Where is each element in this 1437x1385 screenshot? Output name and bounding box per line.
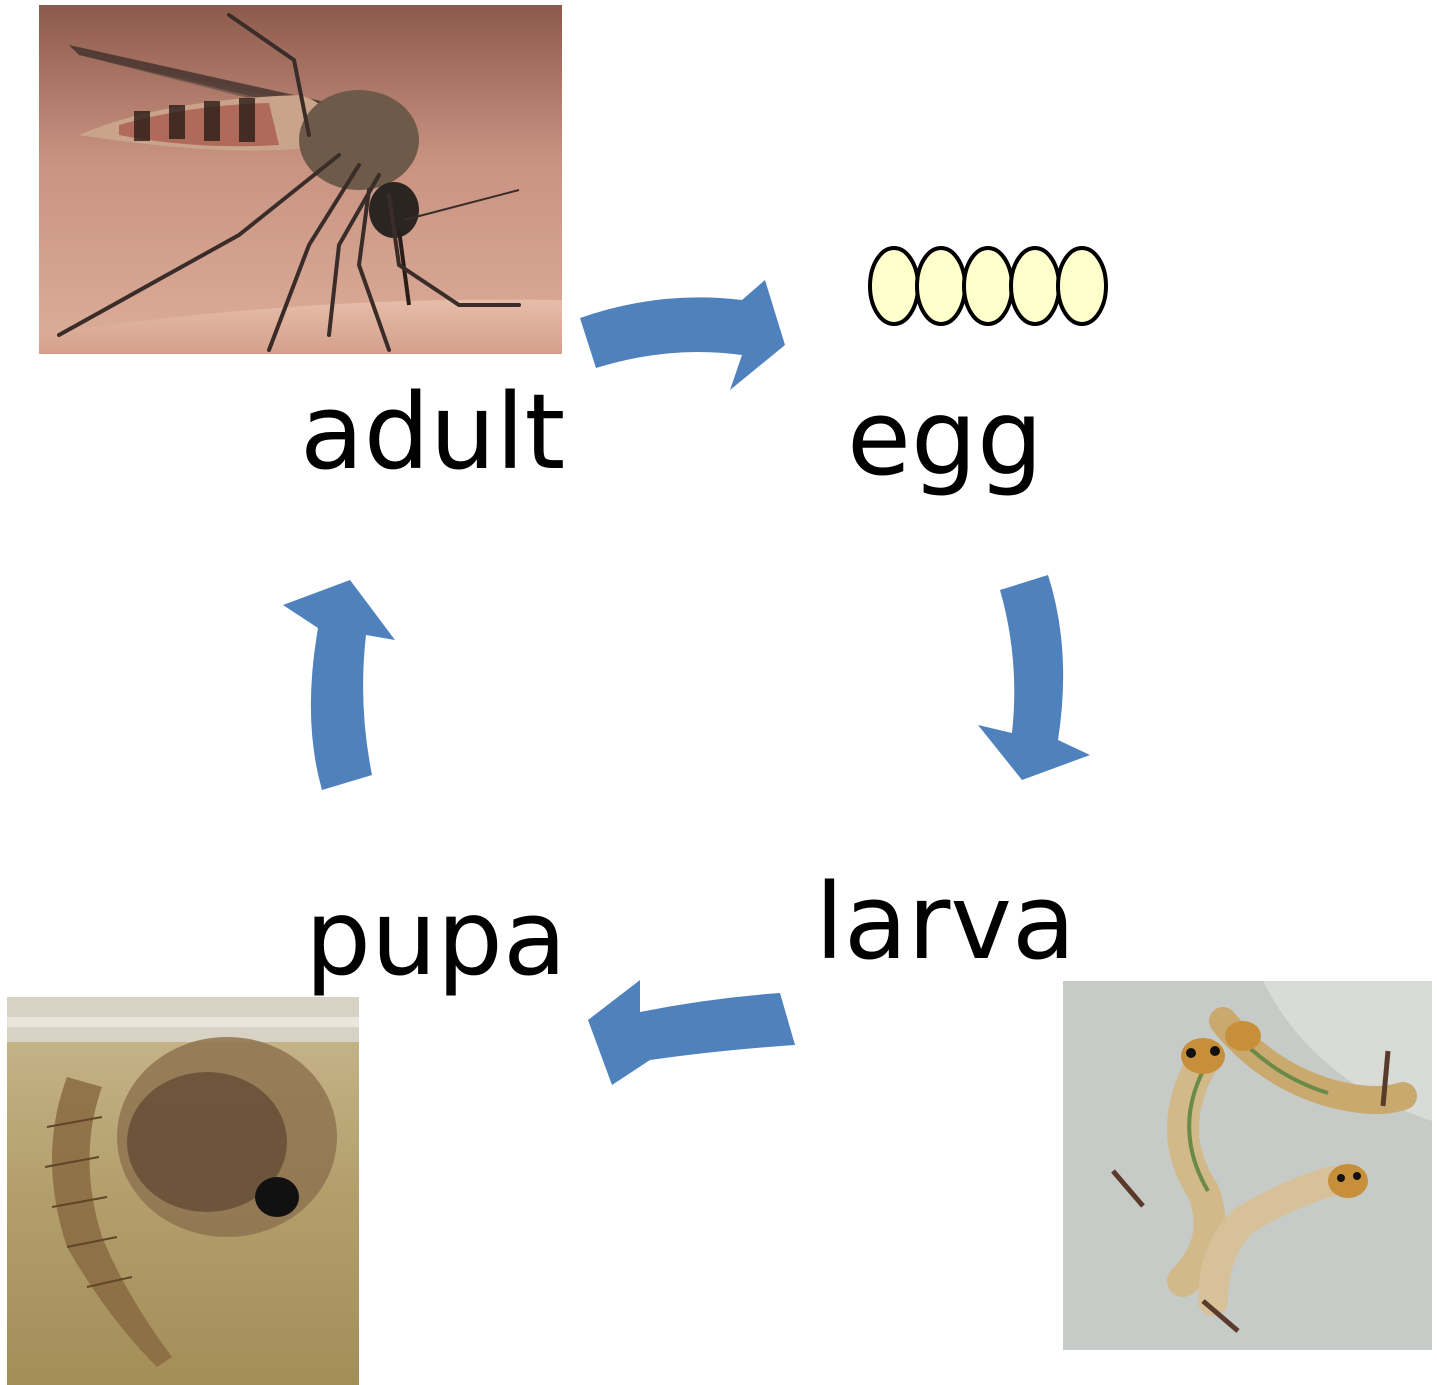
- arrow-adult-to-egg: [580, 280, 785, 390]
- arrow-larva-to-pupa: [588, 980, 795, 1085]
- stage-label-larva: larva: [815, 870, 1076, 974]
- stage-label-egg: egg: [847, 386, 1043, 490]
- stage-label-pupa: pupa: [305, 886, 567, 990]
- mosquito-pupa-photo: [7, 997, 359, 1385]
- egg-icon: [964, 248, 1012, 324]
- egg-row-drawing: [862, 238, 1122, 338]
- arrow-egg-to-larva: [978, 575, 1090, 780]
- mosquito-larva-photo: [1063, 981, 1432, 1350]
- egg-icon: [1058, 248, 1106, 324]
- adult-mosquito-photo: [39, 5, 562, 354]
- egg-icon: [917, 248, 965, 324]
- stage-label-adult: adult: [300, 380, 565, 484]
- arrow-pupa-to-adult: [283, 580, 395, 790]
- egg-icon: [1011, 248, 1059, 324]
- egg-icon: [870, 248, 918, 324]
